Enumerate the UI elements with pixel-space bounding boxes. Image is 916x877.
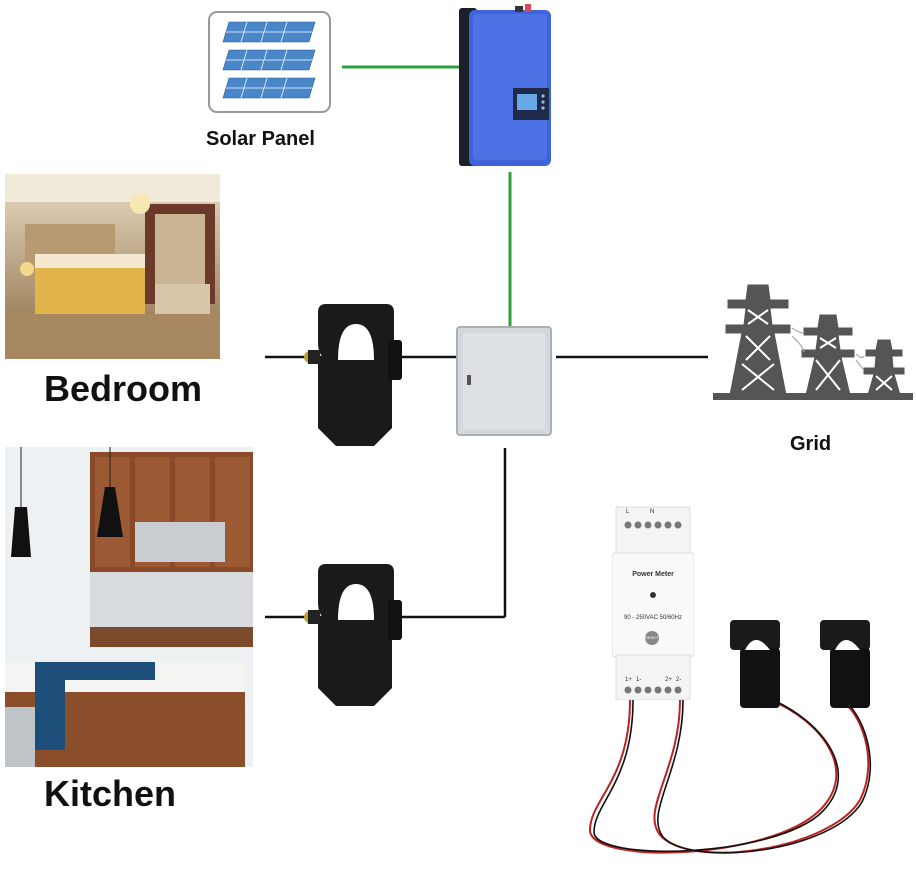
solar-panel-label: Solar Panel (206, 128, 315, 150)
distribution-box (456, 326, 552, 436)
bedroom-label: Bedroom (44, 368, 203, 409)
small-ct-clamp-1 (730, 620, 780, 708)
terminal-label-2plus: 2+ (665, 677, 672, 683)
inverter-icon (459, 4, 551, 166)
terminal-label-n: N (650, 509, 655, 515)
power-meter: L N Power Meter 90 - 250VAC 50/60Hz RESE… (612, 505, 694, 700)
terminal-label-l: L (626, 509, 630, 515)
bedroom-image (5, 174, 220, 359)
grid-label: Grid (790, 433, 832, 455)
power-meter-title: Power Meter (632, 571, 674, 578)
solar-panel-icon (208, 11, 331, 113)
power-meter-body (612, 506, 694, 700)
grid-towers-icon (713, 284, 913, 400)
terminal-label-2minus: 2- (676, 677, 682, 683)
power-meter-spec: 90 - 250VAC 50/60Hz (624, 615, 682, 621)
terminal-label-1minus: 1- (636, 677, 642, 683)
meter-cables (588, 620, 871, 854)
ct-clamp-kitchen (304, 564, 402, 706)
ct-clamp-bedroom (304, 304, 402, 446)
kitchen-image (5, 447, 253, 767)
terminal-label-1plus: 1+ (625, 677, 632, 683)
small-ct-clamp-2 (820, 620, 870, 708)
kitchen-label: Kitchen (44, 773, 177, 814)
reset-button: RESET (645, 635, 659, 640)
